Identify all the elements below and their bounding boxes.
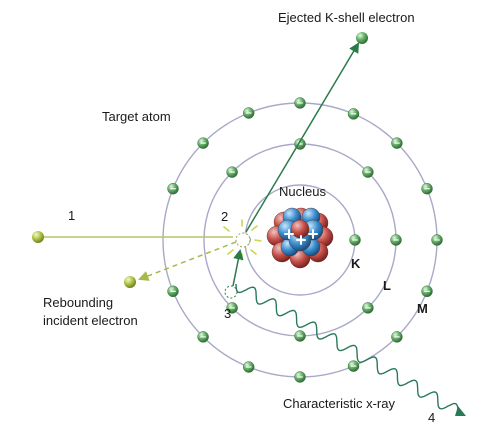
xray-arrowhead	[455, 406, 466, 416]
electron	[242, 361, 255, 373]
electron	[197, 331, 209, 343]
proton	[290, 219, 310, 239]
shell-k-label: K	[351, 256, 361, 271]
electron	[226, 166, 238, 178]
rebounding-electron	[124, 276, 136, 288]
ejected-electron	[356, 32, 368, 44]
incident-electron	[32, 231, 44, 243]
nucleus-label: Nucleus	[279, 184, 326, 199]
electron	[391, 137, 403, 149]
electron	[167, 182, 179, 195]
shell-m-label: M	[417, 301, 428, 316]
shell-l-label: L	[383, 278, 391, 293]
electron	[226, 302, 238, 314]
step-4-label: 4	[428, 410, 435, 425]
rebounding-label-line2: incident electron	[43, 313, 138, 328]
electron	[167, 285, 179, 297]
electron	[294, 330, 306, 342]
electron	[390, 234, 402, 246]
rebounding-label-line1: Rebounding	[43, 295, 113, 310]
electron	[391, 331, 403, 343]
electron	[349, 234, 361, 246]
electron	[362, 166, 374, 178]
characteristic-xray-wave	[235, 283, 459, 413]
electrons-group	[167, 97, 443, 383]
electron	[294, 97, 306, 109]
target-atom-label: Target atom	[102, 109, 171, 124]
l-shell-vacancy	[224, 285, 238, 299]
ejected-electron-path	[245, 42, 360, 233]
electron-transition-arrow	[232, 248, 244, 287]
plus-icon	[284, 229, 318, 245]
electron	[421, 285, 433, 297]
rebound-path	[138, 241, 237, 281]
ejected-electron-label: Ejected K-shell electron	[278, 10, 415, 25]
characteristic-xray-label: Characteristic x-ray	[283, 396, 395, 411]
electron	[347, 108, 360, 120]
step-1-label: 1	[68, 208, 75, 223]
electron	[431, 234, 443, 246]
electron	[362, 302, 374, 314]
k-shell-vacancy	[235, 232, 251, 248]
electron	[347, 360, 360, 372]
electron	[197, 137, 209, 149]
electron	[242, 107, 255, 119]
nucleus	[266, 207, 334, 269]
step-3-label: 3	[224, 306, 231, 321]
electron	[294, 371, 306, 383]
electron	[421, 182, 433, 195]
step-2-label: 2	[221, 209, 228, 224]
